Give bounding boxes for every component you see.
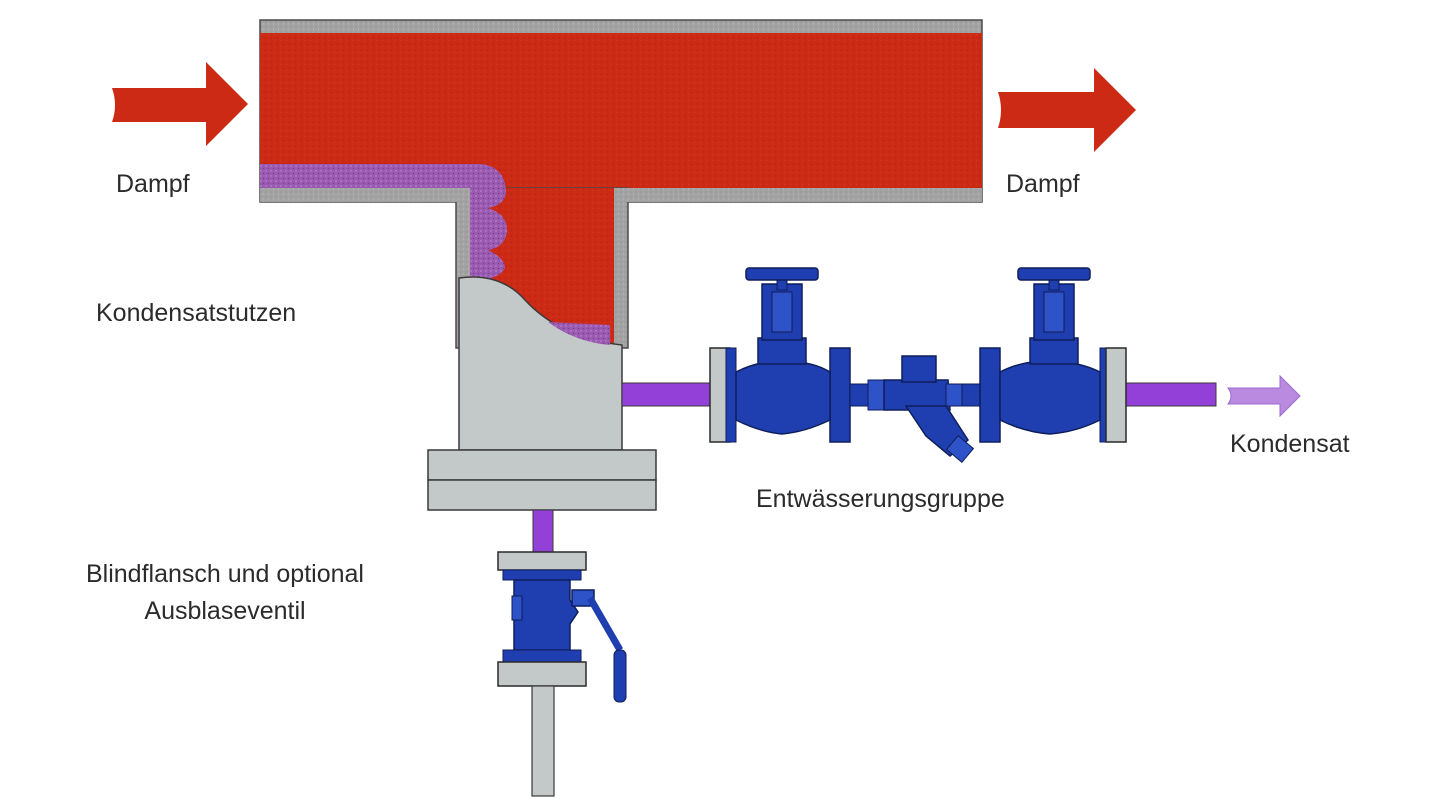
steam-inlet-arrow — [112, 62, 248, 146]
condensate-pool — [548, 322, 610, 345]
condensate-label: Kondensat — [1230, 430, 1350, 458]
steam-outlet-arrow — [998, 68, 1136, 152]
ball-valve-icon — [497, 551, 627, 703]
blind-flange-label-line2: Ausblaseventil — [144, 597, 306, 625]
condensate-nozzle-label: Kondensatstutzen — [96, 299, 297, 327]
blind-flange-label-line1: Blindflansch und optional — [86, 560, 364, 588]
condensate-line-left — [621, 382, 715, 407]
globe-valve-icon — [979, 267, 1127, 443]
blowoff-pipe-lower — [531, 685, 555, 797]
condensate-film — [260, 164, 508, 280]
steam-inlet-label: Dampf — [116, 170, 190, 198]
steam-outlet-label: Dampf — [1006, 170, 1080, 198]
condensate-line-right — [1119, 382, 1217, 407]
blowoff-pipe-upper — [532, 509, 554, 553]
condensate-nozzle-body — [458, 276, 623, 451]
globe-valve-icon — [709, 267, 851, 443]
blind-flange — [427, 449, 657, 511]
drainage-group-label: Entwässerungsgruppe — [756, 485, 1005, 513]
strainer-icon — [849, 355, 981, 464]
condensate-nozzle-wall — [260, 187, 982, 349]
condensate-outlet-arrow — [1227, 374, 1301, 418]
